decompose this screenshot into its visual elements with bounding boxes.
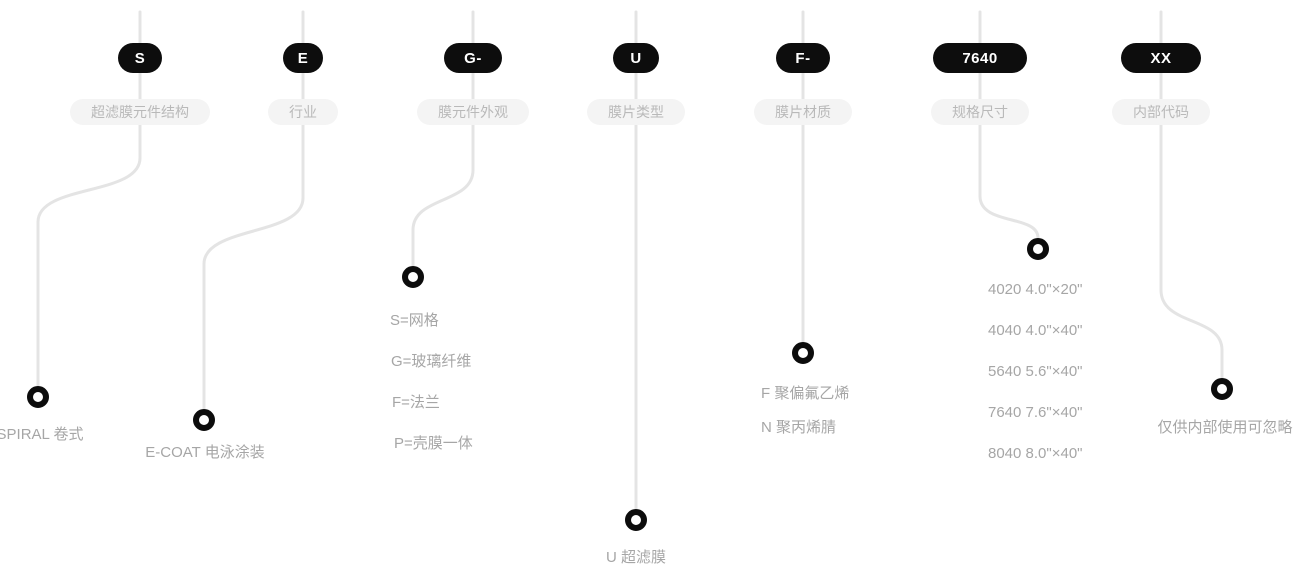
connector-line-7640 <box>978 10 1040 240</box>
item-label: E-COAT 电泳涂装 <box>145 444 265 461</box>
connector-line-s <box>36 10 142 388</box>
node-marker-e <box>193 409 215 431</box>
connector-line-xx <box>1159 10 1224 380</box>
item-label: 4020 4.0"×20" <box>988 281 1083 298</box>
item-label: S=网格 <box>390 312 439 329</box>
item-label: SPIRAL 卷式 <box>0 426 84 443</box>
item-label: U 超滤膜 <box>605 549 667 566</box>
item-label: 5640 5.6"×40" <box>988 363 1083 380</box>
node-marker-7640 <box>1027 238 1049 260</box>
item-label: F 聚偏氟乙烯 <box>761 385 850 402</box>
connector-line-e <box>202 10 305 411</box>
category-pill-structure: 超滤膜元件结构 <box>70 99 210 125</box>
code-badge-g: G- <box>444 43 502 73</box>
code-badge-e: E <box>283 43 323 73</box>
item-label: N 聚丙烯腈 <box>761 419 837 436</box>
item-label: G=玻璃纤维 <box>391 353 472 370</box>
code-badge-f: F- <box>776 43 830 73</box>
code-badge-u: U <box>613 43 659 73</box>
item-label: 7640 7.6"×40" <box>988 404 1083 421</box>
node-marker-u <box>625 509 647 531</box>
connector-line-g <box>411 10 475 268</box>
item-label: P=壳膜一体 <box>394 435 473 452</box>
code-badge-7640: 7640 <box>933 43 1027 73</box>
item-label: F=法兰 <box>392 394 440 411</box>
category-pill-appearance: 膜元件外观 <box>417 99 529 125</box>
category-pill-sheet-type: 膜片类型 <box>587 99 685 125</box>
item-label: 仅供内部使用可忽略 <box>1157 419 1293 436</box>
category-pill-internal: 内部代码 <box>1112 99 1210 125</box>
node-marker-s <box>27 386 49 408</box>
category-pill-material: 膜片材质 <box>754 99 852 125</box>
node-marker-f <box>792 342 814 364</box>
code-badge-xx: XX <box>1121 43 1201 73</box>
item-label: 4040 4.0"×40" <box>988 322 1083 339</box>
node-marker-g <box>402 266 424 288</box>
code-badge-s: S <box>118 43 162 73</box>
category-pill-size: 规格尺寸 <box>931 99 1029 125</box>
node-marker-xx <box>1211 378 1233 400</box>
item-label: 8040 8.0"×40" <box>988 445 1083 462</box>
category-pill-industry: 行业 <box>268 99 338 125</box>
